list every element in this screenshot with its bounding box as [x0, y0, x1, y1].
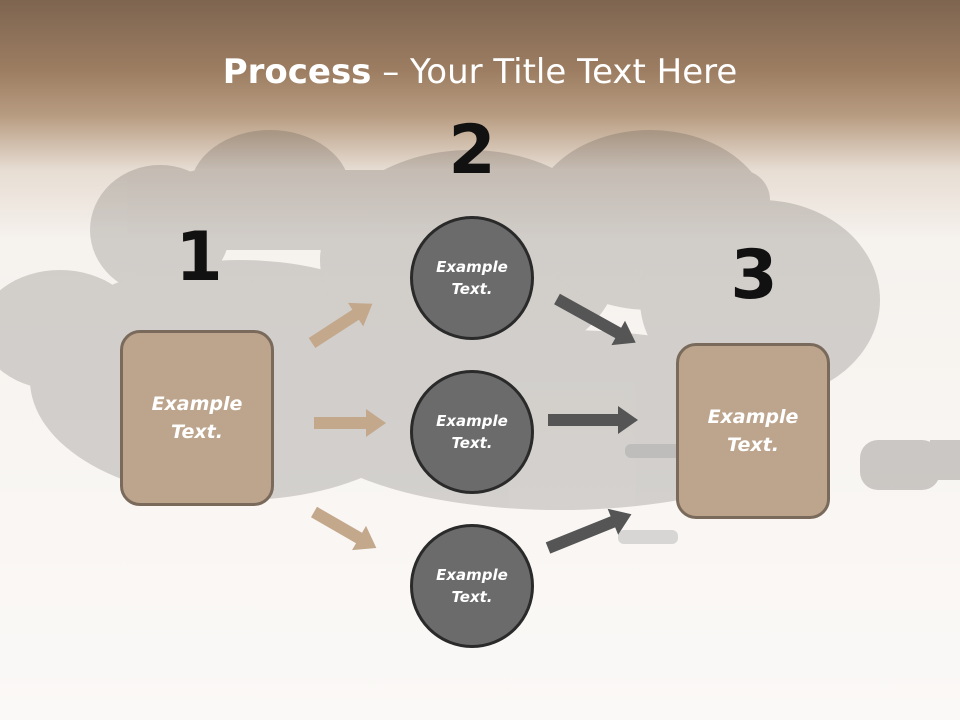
circle-middle-text: Example Text. — [436, 411, 508, 453]
right-box: Example Text. — [676, 343, 830, 519]
left-box: Example Text. — [120, 330, 274, 506]
left-box-text: Example Text. — [151, 392, 243, 444]
circle-top: Example Text. — [410, 216, 534, 340]
circle-top-text: Example Text. — [436, 257, 508, 299]
title-bold: Process — [222, 52, 372, 92]
arrow-left-to-bottom — [311, 506, 377, 551]
arrow-bottom-to-right — [545, 508, 632, 554]
arrow-top-to-right — [554, 293, 636, 346]
step-number-1: 1 — [175, 218, 223, 297]
step-number-2: 2 — [448, 111, 496, 190]
right-box-text: Example Text. — [707, 405, 799, 457]
circle-bottom: Example Text. — [410, 524, 534, 648]
circle-bottom-text: Example Text. — [436, 565, 508, 607]
arrow-middle-to-right — [548, 406, 638, 434]
arrow-left-to-middle — [314, 409, 386, 437]
circle-middle: Example Text. — [410, 370, 534, 494]
title-rest: – Your Title Text Here — [371, 52, 738, 92]
slide-title: Process – Your Title Text Here — [0, 52, 960, 92]
arrow-left-to-top — [308, 302, 373, 349]
step-number-3: 3 — [730, 236, 778, 315]
